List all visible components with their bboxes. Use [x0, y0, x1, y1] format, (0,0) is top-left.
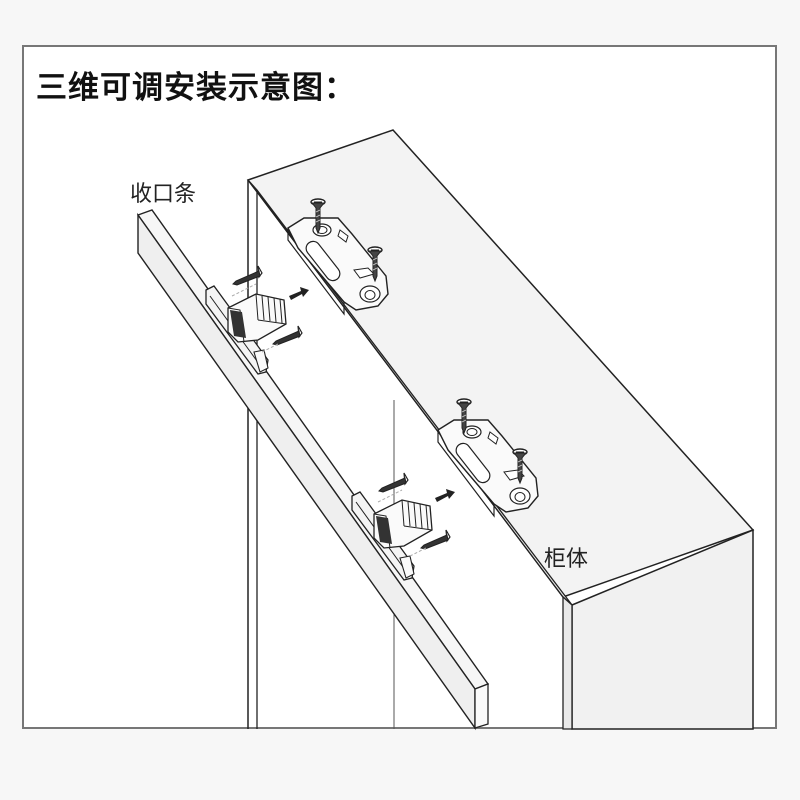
connector-lower: [351, 398, 539, 581]
cabinet-label: 柜体: [544, 547, 589, 572]
page-title: 三维可调安装示意图：: [36, 70, 356, 106]
connector-upper: [205, 198, 389, 375]
trim-strip-label: 收口条: [130, 182, 197, 207]
